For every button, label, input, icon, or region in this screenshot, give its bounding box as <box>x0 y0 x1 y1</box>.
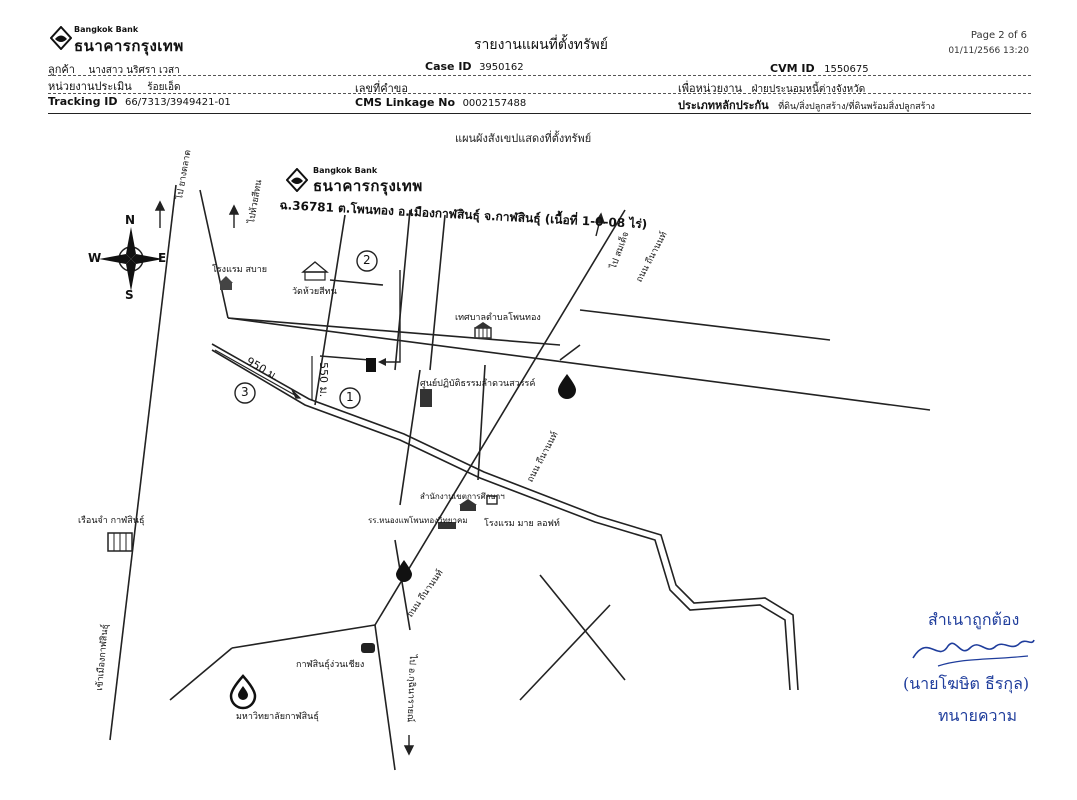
compass-w: W <box>88 251 102 265</box>
municipality-icon <box>474 322 492 339</box>
tracking-id-value: 66/7313/3949421-01 <box>125 97 231 108</box>
gas-station-icon-1 <box>558 374 576 399</box>
education-office-icon <box>459 499 477 511</box>
label-education-office: สำนักงานเขตการศึกษาฯ <box>420 492 505 501</box>
cvm-id-label: CVM ID <box>770 62 815 75</box>
map-bank-logo-icon <box>286 168 308 192</box>
main-road-double <box>211 343 799 691</box>
label-road-to-kutchinarai: ไป อ.กุฉินารายณ์ <box>404 654 418 723</box>
cms-row: CMS Linkage No 0002157488 <box>355 96 526 109</box>
case-id-row: Case ID 3950162 <box>425 60 524 73</box>
marker-3: 3 <box>241 385 249 399</box>
marker-3-circle <box>234 382 256 404</box>
compass-n: N <box>125 213 136 227</box>
marker-2: 2 <box>363 253 371 267</box>
for-unit-label: เพื่อหน่วยงาน <box>678 82 743 95</box>
store-icon <box>361 643 375 653</box>
cms-value: 0002157488 <box>462 98 527 109</box>
label-municipality: เทศบาลตำบลโพนทอง <box>455 313 541 323</box>
label-university: มหาวิทยาลัยกาฬสินธุ์ <box>236 712 319 722</box>
compass-s: S <box>125 288 134 302</box>
appraisal-unit-value: ร้อยเอ็ด <box>147 82 181 93</box>
temple-icon <box>301 261 329 281</box>
appraisal-unit-label: หน่วยงานประเมิน <box>48 80 132 93</box>
collateral-type-value: ที่ดิน/สิ่งปลูกสร้าง/ที่ดินพร้อมสิ่งปลูก… <box>778 102 935 112</box>
report-title: รายงานแผนที่ตั้งทรัพย์ <box>474 37 608 53</box>
university-icon <box>229 674 257 710</box>
property-location <box>366 358 376 372</box>
gas-station-icon-2 <box>396 560 412 582</box>
school-icon <box>438 522 456 529</box>
distance-550: 550 ม. <box>317 362 330 398</box>
handwritten-signature <box>912 639 1035 667</box>
property-arrow <box>382 270 401 363</box>
collateral-type-label: ประเภทหลักประกัน <box>678 99 769 112</box>
case-id-value: 3950162 <box>479 62 524 73</box>
for-unit-value: ฝ่ายประนอมหนี้ต่างจังหวัด <box>751 84 866 95</box>
label-wat-huai-sitthon: วัดห้วยสีทน <box>292 287 337 297</box>
cms-label: CMS Linkage No <box>355 96 456 109</box>
cvm-id-value: 1550675 <box>824 64 869 75</box>
label-hotel-my-loft: โรงแรม มาย ลอฟท์ <box>484 519 560 529</box>
label-prison: เรือนจำ กาฬสินธุ์ <box>78 516 145 526</box>
practice-center-icon <box>420 389 432 407</box>
bank-name-en: Bangkok Bank <box>74 25 139 34</box>
customer-row: ลูกค้า นางสาว นริศรา เวสา <box>48 60 180 78</box>
marker-2-circle <box>356 250 378 272</box>
bank-logo: Bangkok Bank ธนาคารกรุงเทพ <box>50 22 190 55</box>
tracking-id-row: Tracking ID 66/7313/3949421-01 <box>48 95 231 108</box>
label-kalasin-market: กาฬสินธุ์ง่วนเชียง <box>296 660 365 670</box>
map-bank-name-th: ธนาคารกรุงเทพ <box>313 177 423 195</box>
for-unit-row: เพื่อหน่วยงาน ฝ่ายประนอมหนี้ต่างจังหวัด <box>678 79 865 97</box>
compass-e: E <box>158 251 167 265</box>
report-datetime: 01/11/2566 13:20 <box>948 46 1029 56</box>
cvm-id-row: CVM ID 1550675 <box>770 62 869 75</box>
certified-copy: สำเนาถูกต้อง <box>928 610 1020 629</box>
label-school: รร.หนองแพโพนทองวิทยาคม <box>368 516 468 525</box>
marker-1-circle <box>339 387 361 409</box>
customer-value: นางสาว นริศรา เวสา <box>88 65 180 76</box>
bank-logo-icon <box>50 26 72 50</box>
label-hotel-sabai: โรงแรม สบาย <box>212 265 268 275</box>
road-network <box>109 184 931 771</box>
customer-label: ลูกค้า <box>48 63 75 76</box>
case-id-label: Case ID <box>425 60 472 73</box>
request-no-label: เลขที่คำขอ <box>355 82 408 95</box>
map-bank-name-en: Bangkok Bank <box>313 166 378 175</box>
hotel-icon <box>219 276 233 290</box>
request-no-row: เลขที่คำขอ <box>355 79 408 97</box>
distance-indicators <box>214 349 313 400</box>
tracking-id-label: Tracking ID <box>48 95 118 108</box>
marker-1: 1 <box>346 390 354 404</box>
page-number: Page 2 of 6 <box>970 30 1027 41</box>
bank-name-th: ธนาคารกรุงเทพ <box>74 37 184 55</box>
prison-icon <box>107 532 133 552</box>
hotel-my-loft-icon <box>486 495 498 505</box>
collateral-type-row: ประเภทหลักประกัน ที่ดิน/สิ่งปลูกสร้าง/ที… <box>678 96 935 114</box>
appraisal-unit-row: หน่วยงานประเมิน ร้อยเอ็ด <box>48 77 180 95</box>
lawyer-role: ทนายความ <box>938 706 1018 725</box>
compass-rose-icon <box>99 227 163 291</box>
label-practice-center: ศูนย์ปฏิบัติธรรมลำดวนสวรรค์ <box>420 379 536 389</box>
lawyer-name: (นายโฆษิต ธีรกุล) <box>903 674 1030 693</box>
map-caption: แผนผังสังเขปแสดงที่ตั้งทรัพย์ <box>455 132 592 145</box>
